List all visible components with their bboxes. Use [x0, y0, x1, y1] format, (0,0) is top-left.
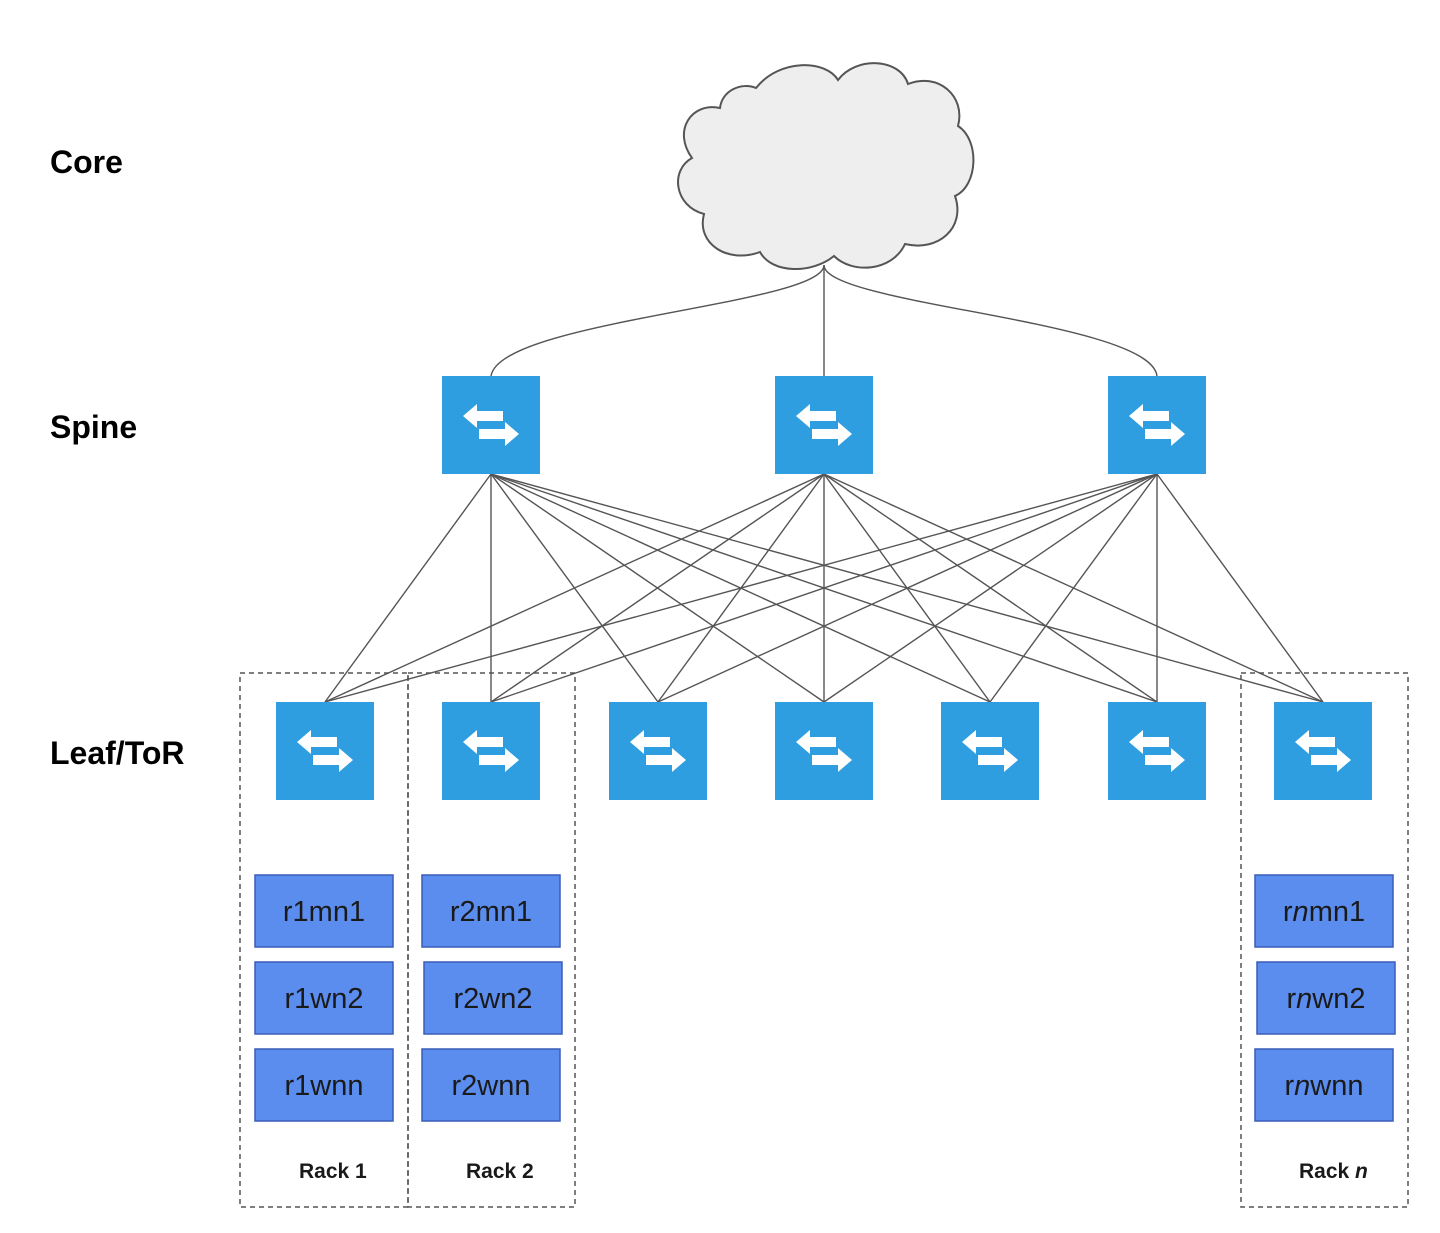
spine-switch — [775, 376, 873, 474]
spine-leaf-link — [490, 473, 1158, 703]
server-box — [254, 1048, 394, 1122]
server-node: r1mn1 — [254, 874, 394, 948]
switch-icon — [796, 730, 852, 772]
leaf-switch — [941, 702, 1039, 800]
server-label: rnwn2 — [1286, 983, 1365, 1015]
network-links — [324, 264, 1324, 703]
switch-icon — [962, 730, 1018, 772]
switch-body — [941, 702, 1039, 800]
spine-leaf-link — [324, 473, 492, 703]
server-node: r1wn2 — [254, 961, 394, 1035]
leaf-switch — [775, 702, 873, 800]
switch-icon — [796, 404, 852, 446]
server-box — [1254, 1048, 1394, 1122]
switch-icon — [463, 730, 519, 772]
switch-body — [442, 376, 540, 474]
server-node: r2wnn — [421, 1048, 561, 1122]
leaf-switch — [609, 702, 707, 800]
switch-body — [1108, 702, 1206, 800]
rack-label: Rack 1 — [299, 1160, 367, 1183]
leaf-switch — [276, 702, 374, 800]
switch-icon — [1129, 730, 1185, 772]
rack-label: Rack 2 — [466, 1160, 534, 1183]
spine-switches — [442, 376, 1206, 474]
switch-body — [1108, 376, 1206, 474]
switch-body — [276, 702, 374, 800]
server-label: r2wnn — [452, 1070, 531, 1102]
switch-icon — [463, 404, 519, 446]
leaf-switch — [1108, 702, 1206, 800]
server-label: rnmn1 — [1283, 896, 1365, 928]
server-node: rnmn1 — [1254, 874, 1394, 948]
server-label: r1wnn — [285, 1070, 364, 1102]
server-box — [421, 874, 561, 948]
server-label: r1wn2 — [285, 983, 364, 1015]
switch-body — [775, 702, 873, 800]
server-box — [421, 1048, 561, 1122]
server-box — [1256, 961, 1396, 1035]
rack-label: Rack n — [1299, 1160, 1368, 1183]
spine-leaf-link — [989, 473, 1158, 703]
core-spine-link — [823, 264, 1158, 377]
leaf-switch — [1274, 702, 1372, 800]
spine-leaf-link — [324, 473, 1158, 703]
spine-leaf-link — [657, 473, 1158, 703]
spine-leaf-link — [1156, 473, 1324, 703]
core-spine-link — [490, 264, 825, 377]
switch-icon — [1295, 730, 1351, 772]
switch-body — [1274, 702, 1372, 800]
server-box — [1254, 874, 1394, 948]
server-label: r2wn2 — [454, 983, 533, 1015]
server-box — [254, 961, 394, 1035]
spine-leaf-link — [490, 473, 825, 703]
spine-leaf-link — [324, 473, 825, 703]
switch-body — [775, 376, 873, 474]
leaf-switch — [442, 702, 540, 800]
switch-body — [609, 702, 707, 800]
switch-body — [442, 702, 540, 800]
spine-leaf-link — [823, 473, 1158, 703]
switch-icon — [297, 730, 353, 772]
server-label: r1mn1 — [283, 896, 365, 928]
tier-label-core: Core — [50, 144, 123, 180]
rack-enclosure — [407, 672, 576, 1208]
server-box — [254, 874, 394, 948]
server-node: rnwn2 — [1256, 961, 1396, 1035]
server-label: rnwnn — [1284, 1070, 1363, 1102]
rack-nodes: r1mn1 r1wn2 r1wnn r2mn1 r2wn2 r2wnn rnmn1 rnwn2… — [254, 874, 1396, 1122]
rack-enclosure — [1240, 672, 1409, 1208]
server-node: r2mn1 — [421, 874, 561, 948]
server-node: r1wnn — [254, 1048, 394, 1122]
server-label: r2mn1 — [450, 896, 532, 928]
cloud-icon — [677, 62, 975, 270]
server-node: rnwnn — [1254, 1048, 1394, 1122]
tier-label-leaf: Leaf/ToR — [50, 735, 185, 771]
switch-icon — [1129, 404, 1185, 446]
tier-label-spine: Spine — [50, 409, 137, 445]
switch-icon — [630, 730, 686, 772]
server-node: r2wn2 — [423, 961, 563, 1035]
spine-switch — [1108, 376, 1206, 474]
core-cloud — [677, 62, 975, 270]
server-box — [423, 961, 563, 1035]
leaf-switches — [276, 702, 1372, 800]
spine-switch — [442, 376, 540, 474]
